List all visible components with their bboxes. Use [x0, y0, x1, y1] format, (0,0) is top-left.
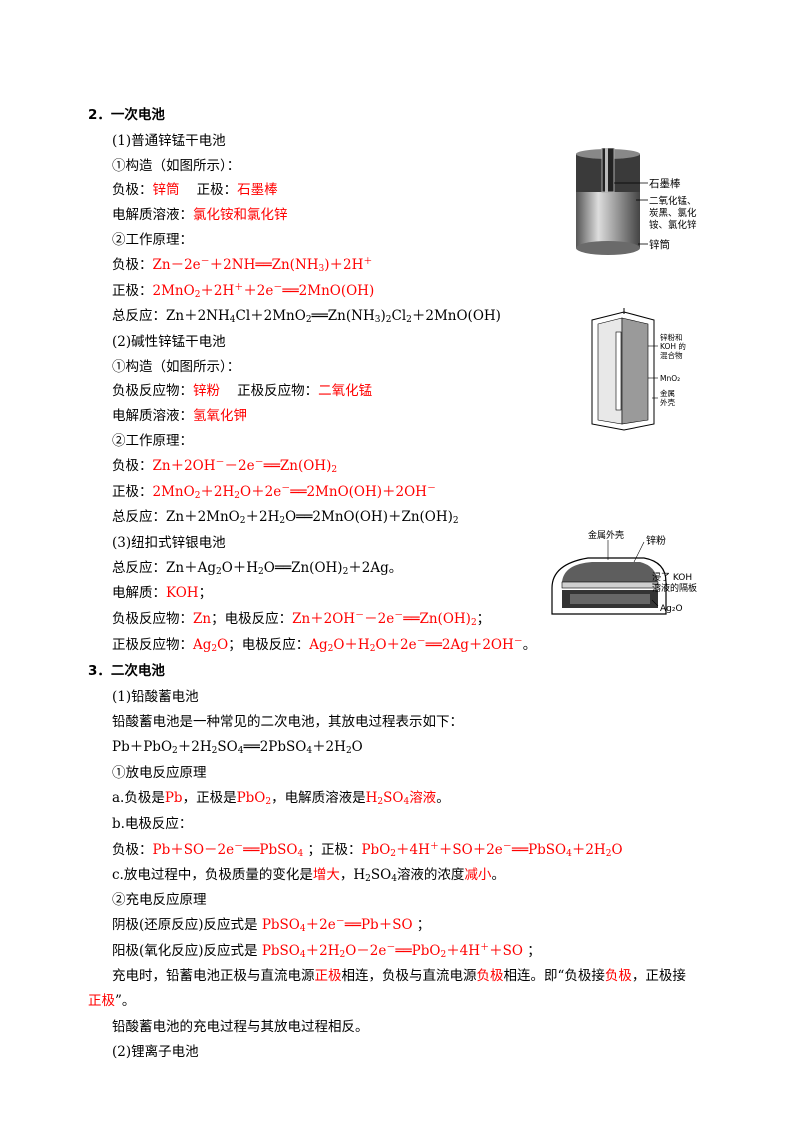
zinc-can-bottom [576, 241, 640, 255]
equation: Pb＋PbO2＋2H2SO4══2PbSO4＋2H2O [112, 739, 363, 756]
current-collector [615, 331, 622, 411]
answer: 负极 [604, 968, 632, 984]
text-line: ①构造（如图所示）： [112, 158, 241, 174]
answer: 石墨棒 [237, 182, 278, 198]
equation: Zn＋2NH4Cl＋2MnO2══Zn(NH3)2Cl2＋2MnO(OH) [166, 308, 501, 325]
subsection-title: (1)铅酸蓄电池 [112, 689, 199, 705]
answer: Zn [193, 611, 212, 627]
figure-label: 混合物 [660, 350, 683, 360]
section-heading-secondary: 3．二次电池 [88, 663, 165, 679]
graphite-rod-highlight [605, 148, 608, 192]
equation: Zn＋2MnO2＋2H2O══2MnO(OH)＋Zn(OH)2 [166, 509, 459, 526]
text-line: 负极：锌筒 正极：石墨棒 [112, 182, 278, 198]
subsection-title: (2)碱性锌锰干电池 [112, 334, 226, 350]
text-line: 正极”。 [88, 993, 136, 1009]
answer: 正极 [314, 968, 342, 984]
answer: 二氧化锰 [318, 383, 373, 399]
answer: 氢氧化钾 [193, 408, 247, 424]
answer: 锌粉 [193, 383, 220, 399]
text-line: b.电极反应： [112, 816, 193, 832]
figure-label: 锌粉 [646, 534, 666, 547]
equation-line: 正极：2MnO2＋2H＋＋2e－══2MnO(OH) [112, 283, 375, 300]
answer: 增大 [312, 867, 340, 883]
zinc-paste-core [621, 317, 649, 425]
equation-line: 负极：Zn－2e－＋2NH══Zn(NH3)＋2H＋ [112, 257, 373, 274]
zinc-can-body [576, 192, 640, 248]
silver-oxide-inner [570, 594, 650, 604]
figure-label: 二氧化锰、 [649, 195, 697, 207]
text-line: c.放电过程中，负极质量的变化是增大，H2SO4溶液的浓度减小。 [112, 867, 505, 884]
figure-label: 铵、氯化锌 [649, 219, 697, 231]
section-heading-primary: 2．一次电池 [88, 107, 165, 123]
subsection-title: (3)纽扣式锌银电池 [112, 535, 226, 551]
answer: 负极 [476, 968, 504, 984]
text-line: 电解质溶液：氢氧化钾 [112, 408, 247, 424]
equation: PbSO4＋2e－══Pb＋SO [261, 917, 413, 934]
text-line: 铅酸蓄电池是一种常见的二次电池，其放电过程表示如下： [112, 714, 463, 730]
equation-line: 负极：Pb＋SO－2e－══PbSO4 ；正极：PbO2＋4H＋＋SO＋2e－═… [112, 842, 623, 859]
answer: H2SO4溶液 [365, 790, 437, 807]
answer: 正极 [88, 993, 115, 1009]
text-line: 充电时，铅蓄电池正极与直流电源正极相连，负极与直流电源负极相连。即“负极接负极，… [112, 968, 686, 984]
equation-line: 正极：2MnO2＋2H2O＋2e－══2MnO(OH)＋2OH－ [112, 484, 436, 501]
figure-zinc-manganese-cell: 石墨棒 二氧化锰、 炭黑、氯化 铵、氯化锌 锌筒 [566, 148, 716, 260]
text-line: ②充电反应原理 [112, 892, 207, 908]
answer: 氯化铵和氯化锌 [193, 207, 288, 223]
equation: Zn＋2OH－－2e－══Zn(OH)2 [292, 611, 477, 628]
equation: Pb＋SO－2e－══PbSO4 [152, 842, 304, 859]
zinc-powder-layer [562, 562, 658, 582]
text-line: 电解质：KOH； [112, 585, 213, 601]
answer: 锌筒 [152, 182, 180, 198]
equation: Zn＋Ag2O＋H2O══Zn(OH)2＋2Ag。 [166, 560, 403, 577]
figure-label: 溶液的隔板 [652, 582, 697, 594]
figure-label: 炭黑、氯化 [649, 207, 697, 219]
text-line: 负极反应物：锌粉 正极反应物：二氧化锰 [112, 383, 373, 399]
answer: 减小 [464, 867, 492, 883]
figure-label: 浸了 KOH [652, 572, 692, 583]
equation-line: 负极：Zn＋2OH－－2e－══Zn(OH)2 [112, 458, 338, 475]
equation: PbSO4＋2H2O－2e－══PbO2＋4H＋＋SO [261, 943, 523, 960]
equation-line: 总反应：Zn＋Ag2O＋H2O══Zn(OH)2＋2Ag。 [112, 560, 403, 577]
equation-line: 总反应：Zn＋2MnO2＋2H2O══2MnO(OH)＋Zn(OH)2 [112, 509, 459, 526]
figure-label: 石墨棒 [649, 177, 681, 190]
figure-label: 金属 [660, 388, 675, 398]
equation-line: 阳极(氧化反应)反应式是 PbSO4＋2H2O－2e－══PbO2＋4H＋＋SO… [112, 943, 541, 960]
equation-line: 负极反应物：Zn；电极反应：Zn＋2OH－－2e－══Zn(OH)2； [112, 611, 491, 628]
equation: 2MnO2＋2H2O＋2e－══2MnO(OH)＋2OH－ [152, 484, 436, 501]
figure-label: Ag₂O [660, 604, 683, 614]
koh-separator [561, 581, 659, 589]
figure-label: 外壳 [660, 397, 675, 407]
text-line: 电解质溶液：氯化铵和氯化锌 [112, 207, 288, 223]
equation: 2MnO2＋2H＋＋2e－══2MnO(OH) [152, 283, 375, 300]
equation-line: 总反应：Zn＋2NH4Cl＋2MnO2══Zn(NH3)2Cl2＋2MnO(OH… [112, 308, 501, 325]
equation-line: 正极反应物：Ag2O；电极反应：Ag2O＋H2O＋2e－══2Ag＋2OH－。 [112, 637, 537, 654]
equation: PbO2＋4H＋＋SO＋2e－══PbSO4＋2H2O [361, 842, 623, 859]
answer: Ag2O [193, 637, 229, 654]
equation: Zn＋2OH－－2e－══Zn(OH)2 [152, 458, 338, 475]
answer: Pb [164, 790, 183, 806]
subsection-title: (2)锂离子电池 [112, 1044, 199, 1060]
leader-line [633, 541, 645, 563]
equation-line: Pb＋PbO2＋2H2SO4══2PbSO4＋2H2O [112, 738, 363, 756]
figure-alkaline-cell: 锌粉和 KOH 的 混合物 MnO₂ 金属 外壳 [586, 306, 696, 432]
text-line: ②工作原理： [112, 433, 193, 449]
text-line: a.负极是Pb，正极是PbO2，电解质溶液是H2SO4溶液。 [112, 790, 450, 807]
figure-button-cell: 金属外壳 锌粉 浸了 KOH 溶液的隔板 Ag₂O [548, 528, 708, 624]
text-line: 铅酸蓄电池的充电过程与其放电过程相反。 [112, 1019, 369, 1035]
equation: Ag2O＋H2O＋2e－══2Ag＋2OH－ [309, 637, 523, 654]
subsection-title: (1)普通锌锰干电池 [112, 133, 226, 149]
text-line: ①构造（如图所示）： [112, 359, 241, 375]
equation-line: 阴极(还原反应)反应式是 PbSO4＋2e－══Pb＋SO ； [112, 917, 431, 934]
figure-label: 锌粉和 [660, 332, 683, 342]
text-line: ①放电反应原理 [112, 765, 207, 781]
leader-line [651, 599, 659, 607]
figure-label: 金属外壳 [588, 529, 624, 541]
answer: PbO2 [236, 790, 272, 807]
text-line: ②工作原理： [112, 232, 193, 248]
equation: Zn－2e－＋2NH══Zn(NH3)＋2H＋ [152, 257, 373, 274]
figure-label: 锌筒 [649, 238, 670, 251]
figure-label: KOH 的 [660, 341, 686, 351]
answer: KOH [166, 585, 199, 601]
figure-label: MnO₂ [660, 374, 680, 383]
